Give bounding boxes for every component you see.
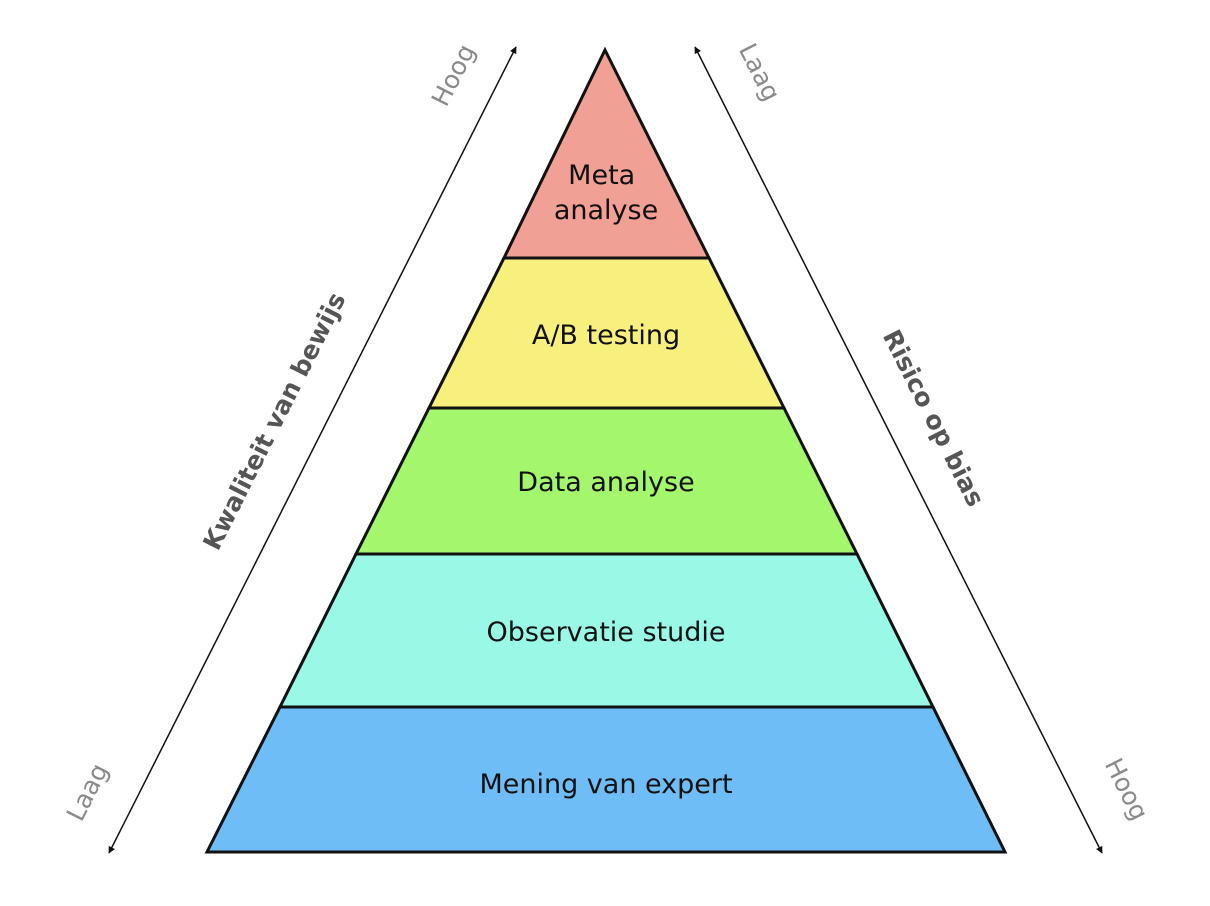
right-axis-top-label: Laag: [733, 39, 786, 106]
tier-label-line: analyse: [554, 195, 658, 226]
tier-label-data-analyse: Data analyse: [517, 467, 694, 498]
tier-label-mening-van-expert: Mening van expert: [479, 769, 732, 800]
tier-label-line: Meta: [568, 160, 635, 191]
left-axis-bottom-label: Laag: [61, 759, 114, 826]
tier-label-observatie-studie: Observatie studie: [487, 617, 726, 648]
tier-label-ab-testing: A/B testing: [532, 320, 680, 351]
left-axis-title: Kwaliteit van bewijs: [197, 288, 351, 555]
tier-label-meta-analyse: Meta analyse: [554, 160, 658, 226]
tier-meta-analyse: [501, 46, 712, 260]
tier-labels: Meta analyse A/B testing Data analyse Ob…: [479, 160, 732, 800]
left-axis-double-arrow: [108, 46, 517, 854]
right-axis-bottom-label: Hoog: [1099, 754, 1154, 825]
left-axis-top-label: Hoog: [426, 40, 481, 111]
right-axis-double-arrow: [694, 46, 1103, 854]
right-axis-title: Risico op bias: [877, 325, 990, 511]
